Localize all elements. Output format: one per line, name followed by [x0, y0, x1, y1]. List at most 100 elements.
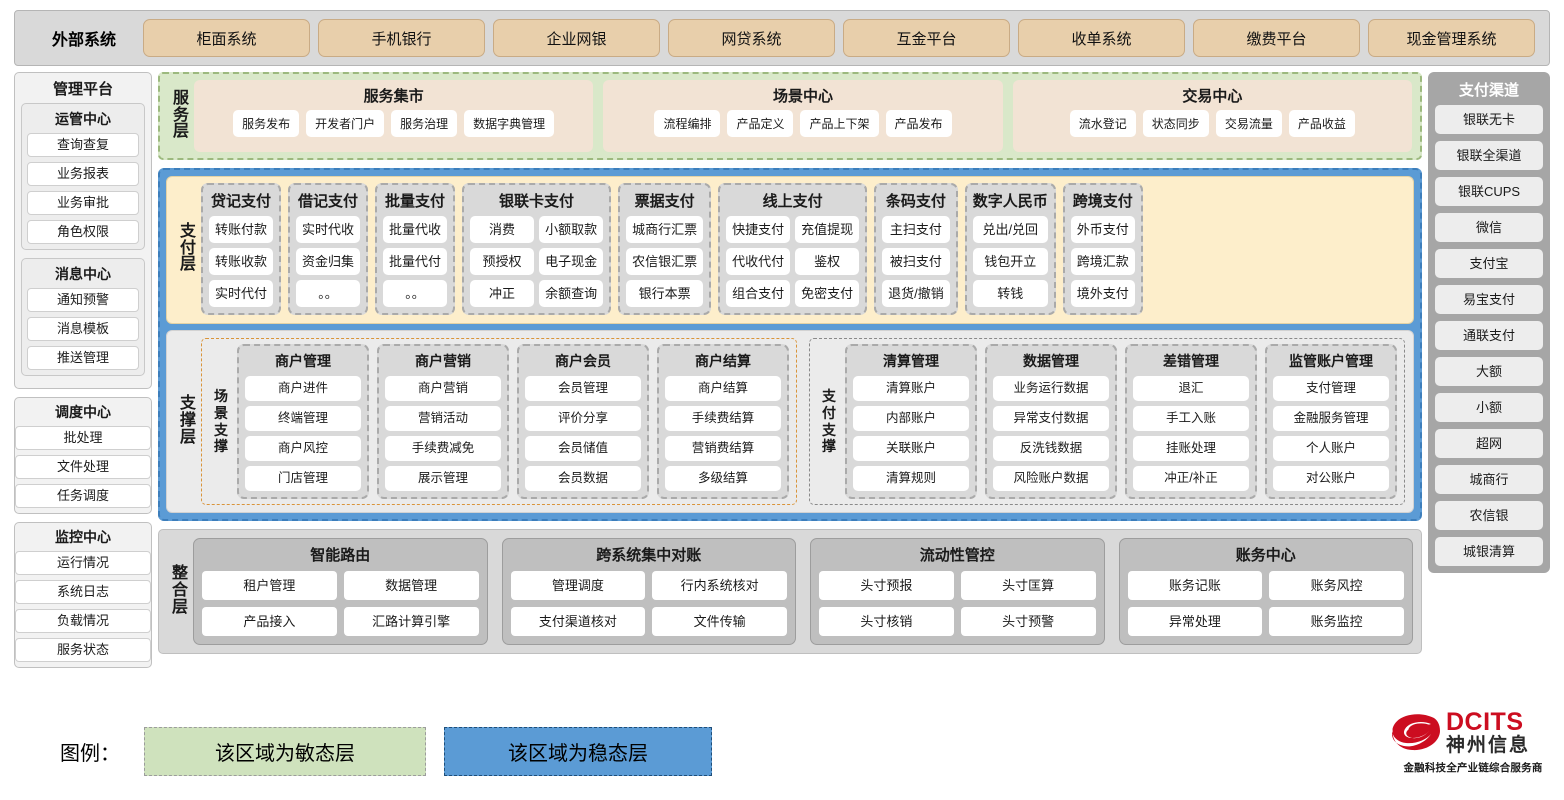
payment-cell-8-0[interactable]: 外币支付	[1070, 216, 1135, 243]
payment-cell-3-0[interactable]: 消费	[470, 216, 535, 243]
external-system-chip-0[interactable]: 柜面系统	[143, 19, 310, 57]
external-system-chip-3[interactable]: 网贷系统	[668, 19, 835, 57]
payment-cell-3-1[interactable]: 小额取款	[539, 216, 604, 243]
support-cell-1-3-1[interactable]: 金融服务管理	[1273, 406, 1389, 431]
service-chip-1-3[interactable]: 产品发布	[885, 110, 952, 137]
payment-channel-item-5[interactable]: 易宝支付	[1435, 285, 1543, 314]
management-item-0-3[interactable]: 角色权限	[27, 220, 139, 244]
external-system-chip-1[interactable]: 手机银行	[318, 19, 485, 57]
payment-cell-3-3[interactable]: 电子现金	[539, 248, 604, 275]
support-cell-0-3-0[interactable]: 商户结算	[665, 376, 781, 401]
support-cell-0-1-2[interactable]: 手续费减免	[385, 436, 501, 461]
payment-cell-2-2[interactable]: 。。	[383, 280, 448, 307]
service-chip-0-3[interactable]: 数据字典管理	[464, 110, 555, 137]
support-cell-0-3-2[interactable]: 营销费结算	[665, 436, 781, 461]
management-item-3-3[interactable]: 服务状态	[15, 638, 151, 662]
integration-cell-3-2[interactable]: 异常处理	[1127, 607, 1263, 636]
external-system-chip-2[interactable]: 企业网银	[493, 19, 660, 57]
payment-cell-1-2[interactable]: 。。	[296, 280, 361, 307]
support-cell-0-0-1[interactable]: 终端管理	[245, 406, 361, 431]
payment-channel-item-4[interactable]: 支付宝	[1435, 249, 1543, 278]
payment-channel-item-9[interactable]: 超网	[1435, 429, 1543, 458]
payment-cell-0-0[interactable]: 转账付款	[209, 216, 274, 243]
external-system-chip-7[interactable]: 现金管理系统	[1368, 19, 1535, 57]
payment-cell-2-1[interactable]: 批量代付	[383, 248, 448, 275]
management-item-1-1[interactable]: 消息模板	[27, 317, 139, 341]
integration-cell-2-1[interactable]: 头寸匡算	[960, 571, 1096, 600]
service-chip-1-1[interactable]: 产品定义	[727, 110, 794, 137]
payment-channel-item-6[interactable]: 通联支付	[1435, 321, 1543, 350]
payment-cell-7-1[interactable]: 钱包开立	[972, 248, 1048, 275]
support-cell-0-3-1[interactable]: 手续费结算	[665, 406, 781, 431]
payment-cell-5-0[interactable]: 快捷支付	[726, 216, 791, 243]
payment-channel-item-2[interactable]: 银联CUPS	[1435, 177, 1543, 206]
support-cell-1-0-1[interactable]: 内部账户	[853, 406, 969, 431]
payment-cell-3-2[interactable]: 预授权	[470, 248, 535, 275]
service-chip-1-0[interactable]: 流程编排	[654, 110, 721, 137]
integration-cell-0-3[interactable]: 汇路计算引擎	[343, 607, 479, 636]
support-cell-1-3-0[interactable]: 支付管理	[1273, 376, 1389, 401]
support-cell-0-2-3[interactable]: 会员数据	[525, 466, 641, 491]
integration-cell-0-0[interactable]: 租户管理	[202, 571, 337, 600]
payment-cell-6-2[interactable]: 退货/撤销	[882, 280, 950, 307]
payment-cell-6-1[interactable]: 被扫支付	[882, 248, 950, 275]
payment-cell-1-0[interactable]: 实时代收	[296, 216, 361, 243]
integration-cell-1-3[interactable]: 文件传输	[652, 607, 787, 636]
payment-channel-item-10[interactable]: 城商行	[1435, 465, 1543, 494]
management-item-3-0[interactable]: 运行情况	[15, 551, 151, 575]
payment-cell-2-0[interactable]: 批量代收	[383, 216, 448, 243]
support-cell-1-1-3[interactable]: 风险账户数据	[993, 466, 1109, 491]
support-cell-1-2-2[interactable]: 挂账处理	[1133, 436, 1249, 461]
management-item-0-0[interactable]: 查询查复	[27, 133, 139, 157]
payment-cell-4-1[interactable]: 农信银汇票	[626, 248, 704, 275]
support-cell-1-2-0[interactable]: 退汇	[1133, 376, 1249, 401]
support-cell-0-0-0[interactable]: 商户进件	[245, 376, 361, 401]
support-cell-0-3-3[interactable]: 多级结算	[665, 466, 781, 491]
support-cell-1-2-1[interactable]: 手工入账	[1133, 406, 1249, 431]
payment-cell-5-3[interactable]: 鉴权	[795, 248, 860, 275]
payment-cell-0-1[interactable]: 转账收款	[209, 248, 274, 275]
service-chip-1-2[interactable]: 产品上下架	[800, 110, 879, 137]
support-cell-1-1-0[interactable]: 业务运行数据	[993, 376, 1109, 401]
support-cell-1-0-3[interactable]: 清算规则	[853, 466, 969, 491]
support-cell-1-2-3[interactable]: 冲正/补正	[1133, 466, 1249, 491]
integration-cell-1-0[interactable]: 管理调度	[510, 571, 646, 600]
integration-cell-3-1[interactable]: 账务风控	[1269, 571, 1404, 600]
integration-cell-3-3[interactable]: 账务监控	[1269, 607, 1404, 636]
support-cell-0-0-3[interactable]: 门店管理	[245, 466, 361, 491]
integration-cell-2-2[interactable]: 头寸核销	[819, 607, 954, 636]
service-chip-2-1[interactable]: 状态同步	[1142, 110, 1209, 137]
management-item-1-2[interactable]: 推送管理	[27, 346, 139, 370]
payment-channel-item-11[interactable]: 农信银	[1435, 501, 1543, 530]
payment-cell-1-1[interactable]: 资金归集	[296, 248, 361, 275]
management-item-2-2[interactable]: 任务调度	[15, 484, 151, 508]
management-item-0-1[interactable]: 业务报表	[27, 162, 139, 186]
payment-channel-item-1[interactable]: 银联全渠道	[1435, 141, 1543, 170]
service-chip-0-2[interactable]: 服务治理	[391, 110, 458, 137]
support-cell-0-1-0[interactable]: 商户营销	[385, 376, 501, 401]
support-cell-0-2-1[interactable]: 评价分享	[525, 406, 641, 431]
management-item-0-2[interactable]: 业务审批	[27, 191, 139, 215]
service-chip-0-0[interactable]: 服务发布	[233, 110, 300, 137]
support-cell-1-1-1[interactable]: 异常支付数据	[993, 406, 1109, 431]
payment-cell-3-4[interactable]: 冲正	[470, 280, 535, 307]
management-item-2-1[interactable]: 文件处理	[15, 455, 151, 479]
management-item-3-2[interactable]: 负载情况	[15, 609, 151, 633]
payment-cell-3-5[interactable]: 余额查询	[539, 280, 604, 307]
integration-cell-2-0[interactable]: 头寸预报	[819, 571, 954, 600]
support-cell-1-3-2[interactable]: 个人账户	[1273, 436, 1389, 461]
payment-cell-8-1[interactable]: 跨境汇款	[1070, 248, 1135, 275]
support-cell-0-1-1[interactable]: 营销活动	[385, 406, 501, 431]
payment-cell-7-0[interactable]: 兑出/兑回	[972, 216, 1048, 243]
integration-cell-0-1[interactable]: 数据管理	[343, 571, 479, 600]
payment-channel-item-0[interactable]: 银联无卡	[1435, 105, 1543, 134]
support-cell-0-0-2[interactable]: 商户风控	[245, 436, 361, 461]
management-item-1-0[interactable]: 通知预警	[27, 288, 139, 312]
payment-cell-4-2[interactable]: 银行本票	[626, 280, 704, 307]
service-chip-2-0[interactable]: 流水登记	[1069, 110, 1136, 137]
service-chip-0-1[interactable]: 开发者门户	[306, 110, 385, 137]
support-cell-0-1-3[interactable]: 展示管理	[385, 466, 501, 491]
payment-cell-0-2[interactable]: 实时代付	[209, 280, 274, 307]
payment-channel-item-7[interactable]: 大额	[1435, 357, 1543, 386]
integration-cell-3-0[interactable]: 账务记账	[1127, 571, 1263, 600]
